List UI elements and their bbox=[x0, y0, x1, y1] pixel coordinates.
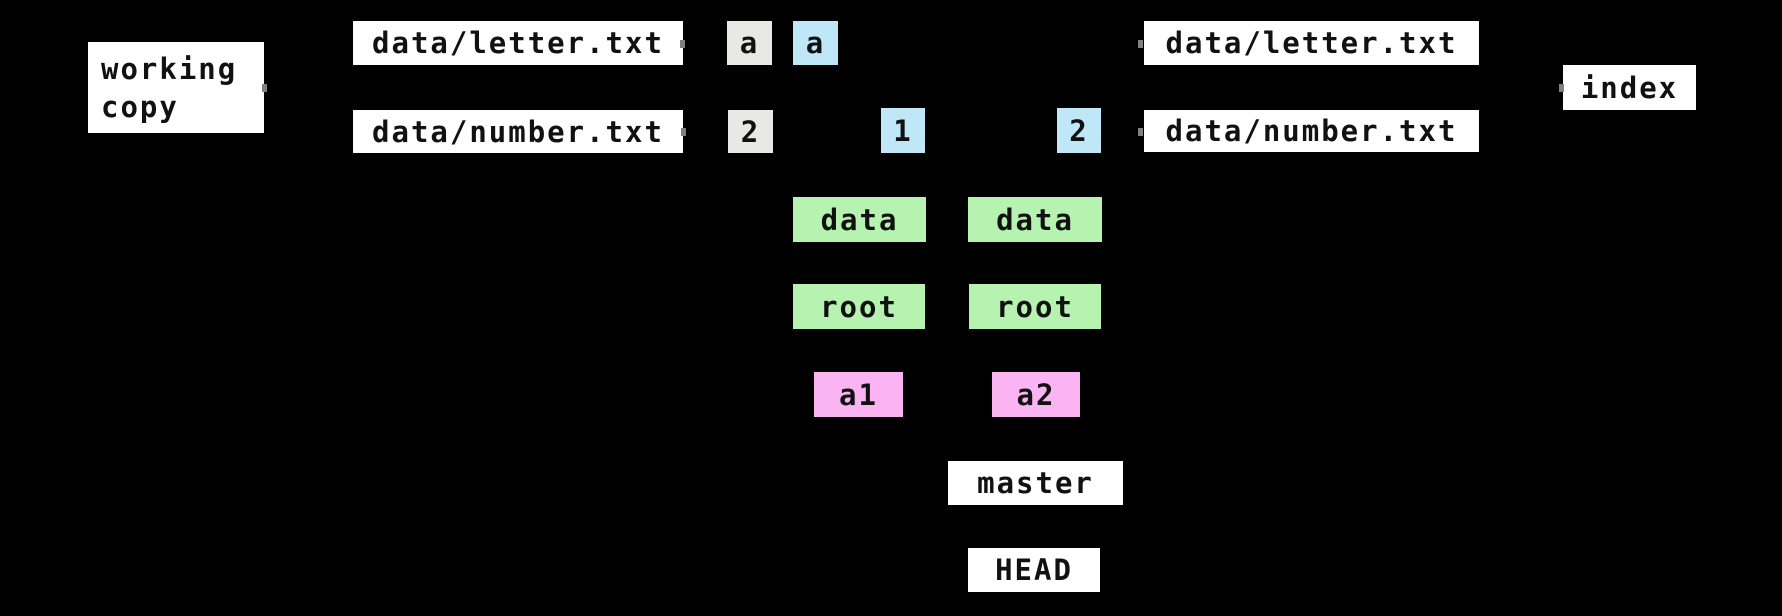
head-box: HEAD bbox=[968, 548, 1100, 592]
index-file-letter-path: data/letter.txt bbox=[1144, 21, 1479, 65]
branch-master-box: master bbox=[948, 461, 1123, 505]
blob-number-commit2: 2 bbox=[1057, 108, 1101, 153]
working-file-letter-path: data/letter.txt bbox=[353, 21, 683, 65]
index-label-box: index bbox=[1563, 65, 1696, 110]
working-blob-letter: a bbox=[727, 21, 772, 65]
working-file-number-path: data/number.txt bbox=[353, 110, 683, 153]
blob-letter-commit1: a bbox=[793, 21, 838, 65]
blob-number-commit1: 1 bbox=[881, 108, 925, 153]
connector-stub-number-left bbox=[681, 128, 686, 136]
tree-data-commit2: data bbox=[968, 197, 1102, 242]
connector-stub-index bbox=[1559, 84, 1564, 92]
tree-root-commit2: root bbox=[969, 284, 1101, 329]
connector-stub-working-copy bbox=[262, 84, 267, 92]
commit-a2-box: a2 bbox=[992, 372, 1080, 417]
working-copy-line2: copy bbox=[101, 89, 179, 124]
working-copy-line1: working bbox=[101, 51, 238, 86]
working-copy-box: working copy bbox=[88, 42, 264, 133]
tree-root-commit1: root bbox=[793, 284, 925, 329]
connector-stub-letter-left bbox=[680, 40, 685, 48]
index-file-number-path: data/number.txt bbox=[1144, 110, 1479, 152]
commit-a1-box: a1 bbox=[814, 372, 903, 417]
tree-data-commit1: data bbox=[793, 197, 926, 242]
connector-stub-letter-right bbox=[1138, 40, 1143, 48]
connector-stub-number-right bbox=[1138, 128, 1143, 136]
working-blob-number: 2 bbox=[728, 110, 773, 153]
